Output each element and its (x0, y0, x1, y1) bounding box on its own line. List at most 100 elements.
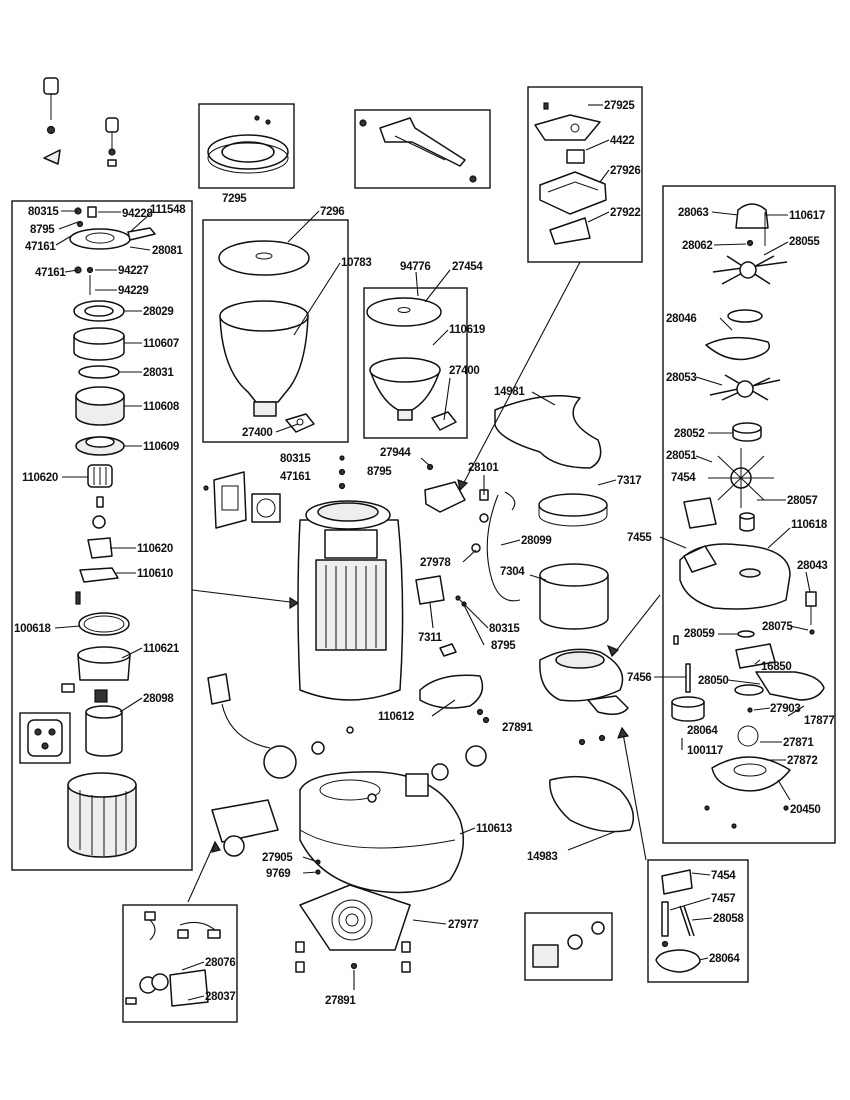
label-47161: 47161 (25, 241, 56, 253)
label-110618: 110618 (791, 519, 828, 531)
power-cord (207, 673, 297, 779)
label-28029: 28029 (143, 306, 173, 318)
switch-assembly-box (527, 86, 643, 263)
label-7456: 7456 (627, 672, 651, 684)
label-27978: 27978 (420, 557, 451, 569)
switch-assembly (534, 102, 607, 245)
label-14983: 14983 (527, 851, 557, 863)
label-110620: 110620 (137, 543, 173, 555)
label-110617: 110617 (789, 210, 825, 222)
label-28076: 28076 (205, 957, 235, 969)
adjustment-pin-large (43, 77, 61, 165)
base-housing (299, 726, 487, 894)
lever-arm (359, 117, 477, 183)
leader-lines (54, 104, 811, 1001)
label-28058: 28058 (713, 913, 744, 925)
label-110607: 110607 (143, 338, 179, 350)
label-100618: 100618 (14, 623, 51, 635)
label-10783: 10783 (341, 257, 371, 269)
label-28064: 28064 (709, 953, 740, 965)
label-7295: 7295 (222, 193, 247, 205)
label-28053: 28053 (666, 372, 696, 384)
right-assembly-parts (671, 203, 825, 829)
lever-box (354, 109, 491, 189)
label-7304: 7304 (500, 566, 525, 578)
label-28057: 28057 (787, 495, 817, 507)
label-110609: 110609 (143, 441, 179, 453)
label-8795: 8795 (491, 640, 516, 652)
plunger-parts (655, 869, 701, 973)
motor-housing (297, 455, 404, 701)
drip-cover (419, 674, 490, 724)
label-110621: 110621 (143, 643, 180, 655)
label-28043: 28043 (797, 560, 827, 572)
label-27905: 27905 (262, 852, 293, 864)
label-28052: 28052 (674, 428, 704, 440)
label-28081: 28081 (152, 245, 183, 257)
label-27454: 27454 (452, 261, 483, 273)
label-28051: 28051 (666, 450, 697, 462)
label-110620: 110620 (22, 472, 58, 484)
fan-and-bracket (203, 471, 281, 529)
hopper-small (366, 297, 457, 431)
label-17877: 17877 (804, 715, 834, 727)
label-16850: 16850 (761, 661, 791, 673)
label-27872: 27872 (787, 755, 817, 767)
left-assembly-stack (61, 206, 156, 858)
label-28037: 28037 (205, 991, 235, 1003)
socket-symbol (27, 719, 63, 757)
label-28064: 28064 (687, 725, 718, 737)
label-28046: 28046 (666, 313, 696, 325)
label-28050: 28050 (698, 675, 728, 687)
label-7317: 7317 (617, 475, 641, 487)
label-27871: 27871 (783, 737, 814, 749)
label-8795: 8795 (30, 224, 55, 236)
label-7457: 7457 (711, 893, 735, 905)
collar-box (198, 103, 295, 189)
label-111548: 111548 (150, 204, 186, 216)
label-28062: 28062 (682, 240, 712, 252)
label-7454: 7454 (711, 870, 736, 882)
label-94229: 94229 (118, 285, 148, 297)
small-parts (532, 921, 605, 968)
hopper-small-box (363, 287, 468, 439)
label-27903: 27903 (770, 703, 800, 715)
burr-collar (207, 115, 289, 174)
funnel-cover (494, 394, 602, 469)
right-assembly-box (662, 185, 836, 844)
label-28098: 28098 (143, 693, 174, 705)
label-27925: 27925 (604, 100, 635, 112)
label-4422: 4422 (610, 135, 634, 147)
label-27400: 27400 (449, 365, 479, 377)
label-28101: 28101 (468, 462, 499, 474)
label-28031: 28031 (143, 367, 174, 379)
label-28059: 28059 (684, 628, 714, 640)
label-27944: 27944 (380, 447, 411, 459)
label-80315: 80315 (280, 453, 311, 465)
drip-tray (549, 775, 635, 833)
adjustment-pin-small (105, 117, 119, 167)
label-94227: 94227 (118, 265, 148, 277)
label-27891: 27891 (502, 722, 533, 734)
label-28075: 28075 (762, 621, 793, 633)
left-assembly-box (11, 200, 193, 871)
label-94228: 94228 (122, 208, 153, 220)
label-7455: 7455 (627, 532, 652, 544)
label-110619: 110619 (449, 324, 485, 336)
label-47161: 47161 (280, 471, 311, 483)
label-47161: 47161 (35, 267, 66, 279)
label-7454: 7454 (671, 472, 696, 484)
label-20450: 20450 (790, 804, 820, 816)
label-110610: 110610 (137, 568, 173, 580)
label-14981: 14981 (494, 386, 525, 398)
label-27891: 27891 (325, 995, 356, 1007)
label-110608: 110608 (143, 401, 180, 413)
label-28063: 28063 (678, 207, 708, 219)
label-7296: 7296 (320, 206, 344, 218)
label-110613: 110613 (476, 823, 512, 835)
label-80315: 80315 (28, 206, 59, 218)
part-number-labels: 80315 94228 111548 8795 47161 28081 4716… (14, 100, 835, 1007)
grounds-ring (538, 493, 608, 527)
label-27977: 27977 (448, 919, 478, 931)
label-9769: 9769 (266, 868, 290, 880)
